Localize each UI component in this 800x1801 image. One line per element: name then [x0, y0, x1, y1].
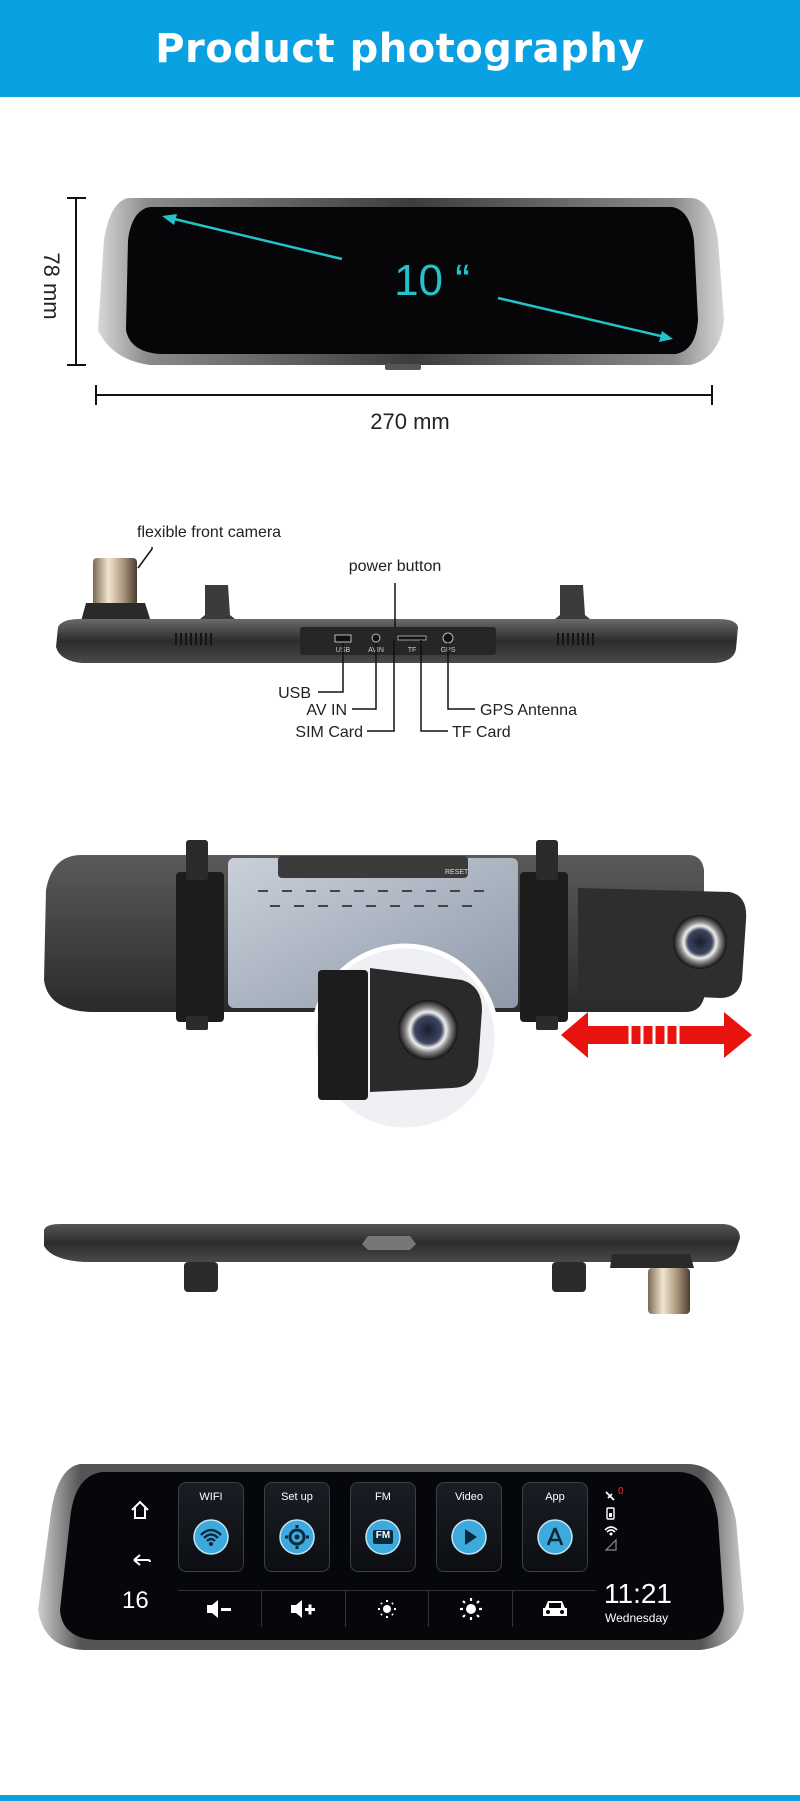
volume-up-button[interactable] [262, 1591, 346, 1627]
page-header: Product photography [0, 0, 800, 97]
mirror-front-image: 78 mm 10 “ 270 mm [39, 197, 724, 434]
callout-usb: USB [278, 685, 311, 702]
brightness-up-button[interactable] [429, 1591, 514, 1627]
mirror-screen [126, 207, 698, 354]
app-tile-label: WIFI [199, 1491, 223, 1503]
gear-icon [279, 1519, 315, 1555]
status-count: 0 [618, 1486, 624, 1497]
front-camera-lens-bottom [648, 1268, 690, 1314]
brightness-low-icon [377, 1600, 396, 1618]
clock-time: 11:21 [604, 1578, 672, 1609]
callout-front-camera: flexible front camera [137, 524, 281, 541]
rear-camera-lens [673, 915, 727, 969]
fm-icon-text: FM [375, 1530, 391, 1541]
callout-sim-card: SIM Card [295, 724, 363, 741]
callout-gps-antenna: GPS Antenna [480, 702, 577, 719]
mirror-bottom-image [44, 1224, 740, 1314]
brightness-down-button[interactable] [346, 1591, 430, 1627]
page-title: Product photography [155, 25, 645, 72]
app-tile-label: Set up [281, 1491, 313, 1503]
play-icon [451, 1519, 487, 1555]
callout-tf-card: TF Card [452, 724, 511, 741]
app-tile-wifi[interactable]: WIFI [178, 1482, 244, 1572]
back-arrow-icon [133, 1554, 151, 1566]
reset-label: RESET [445, 869, 469, 876]
volume-up-icon [291, 1600, 316, 1618]
car-mode-button[interactable] [513, 1591, 596, 1627]
volume-down-icon [207, 1600, 232, 1618]
app-tile-label: FM [375, 1491, 391, 1503]
mirror-back-image: RESET [44, 840, 752, 1130]
adhesive-pad-left [176, 872, 224, 1022]
width-label: 270 mm [370, 409, 449, 434]
screen-size-label: 10 “ [394, 256, 470, 305]
home-icon [131, 1500, 149, 1519]
callout-power-button: power button [349, 558, 442, 575]
mirror-top-view-image: USB AVIN TF GPS flexible front camera po… [56, 524, 738, 741]
brightness-high-icon [459, 1598, 482, 1620]
ports-section: USB AVIN TF GPS flexible front camera po… [0, 515, 800, 755]
callout-av-in: AV IN [306, 702, 347, 719]
left-number: 16 [122, 1587, 149, 1614]
footer-bar [0, 1795, 800, 1801]
fm-radio-icon: FM [365, 1519, 401, 1555]
control-bar [178, 1590, 596, 1627]
app-tile-label: Video [455, 1491, 483, 1503]
status-icons [604, 1491, 618, 1551]
status-column: 0 [604, 1486, 628, 1558]
app-tile-set-up[interactable]: Set up [264, 1482, 330, 1572]
clock-day: Wednesday [605, 1611, 669, 1625]
wifi-icon [193, 1519, 229, 1555]
port-label-tf: TF [408, 647, 417, 654]
app-store-icon [537, 1519, 573, 1555]
home-screen-section: 16 WIFI Set up FM FM Video App [0, 1460, 800, 1660]
slide-direction-arrow [561, 1012, 752, 1058]
front-camera-lens [93, 558, 137, 608]
app-tile-app[interactable]: App [522, 1482, 588, 1572]
back-view-section: RESET [0, 830, 800, 1130]
adhesive-pad-right [520, 872, 568, 1022]
app-grid: WIFI Set up FM FM Video App [178, 1482, 598, 1578]
home-button[interactable] [128, 1498, 152, 1522]
back-button[interactable] [130, 1550, 154, 1570]
app-tile-video[interactable]: Video [436, 1482, 502, 1572]
dimensions-section: 78 mm 10 “ 270 mm [0, 170, 800, 450]
height-label: 78 mm [39, 252, 64, 319]
car-icon [542, 1601, 567, 1616]
volume-down-button[interactable] [178, 1591, 262, 1627]
app-tile-label: App [545, 1491, 565, 1503]
app-tile-fm[interactable]: FM FM [350, 1482, 416, 1572]
bottom-view-section [0, 1210, 800, 1350]
